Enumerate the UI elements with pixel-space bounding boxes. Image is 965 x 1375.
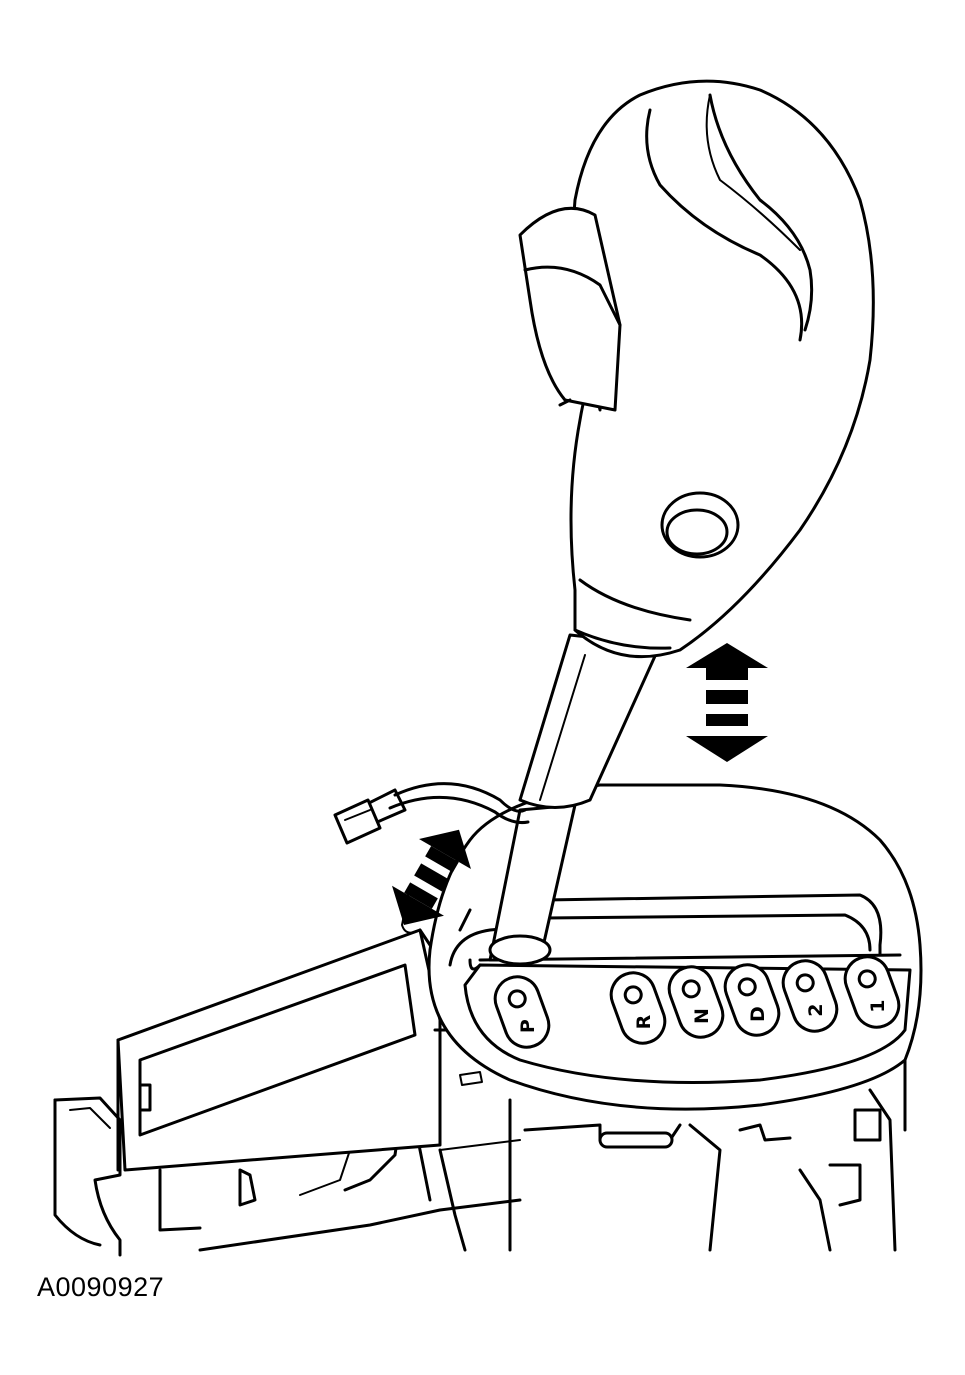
indicator-lamp [507, 989, 527, 1009]
wire-harness [333, 782, 530, 932]
gear-letter: 2 [805, 1003, 827, 1016]
gear-badge-d: D [723, 963, 781, 1037]
diagonal-motion-arrow [392, 829, 471, 934]
figure-id-label: A0090927 [37, 1272, 165, 1302]
indicator-lamp [623, 985, 643, 1005]
gear-letter: 1 [867, 999, 889, 1012]
gear-letter: N [691, 1008, 713, 1024]
knob-recess [660, 491, 740, 559]
gear-letter: P [517, 1019, 539, 1033]
gear-badge-1: 1 [843, 955, 901, 1029]
shift-lock-button [518, 206, 622, 412]
gear-badge-n: N [667, 965, 725, 1039]
indicator-lamp [737, 977, 757, 997]
gear-badge-r: R [609, 971, 667, 1045]
vertical-motion-arrow [686, 643, 768, 762]
electrical-connector [333, 798, 382, 845]
slot [598, 1131, 674, 1149]
gear-position-indicators: P R N D 2 1 [493, 955, 901, 1049]
trim-panel [116, 928, 457, 1172]
indicator-lamp [857, 969, 877, 989]
shift-knob [518, 79, 875, 659]
indicator-lamp [681, 979, 701, 999]
shift-lever-shaft [488, 633, 662, 966]
gear-letter: R [633, 1014, 655, 1029]
gear-letter: D [747, 1006, 769, 1022]
gear-badge-p: P [493, 975, 551, 1049]
indicator-lamp [795, 973, 815, 993]
gear-badge-2: 2 [781, 959, 839, 1033]
